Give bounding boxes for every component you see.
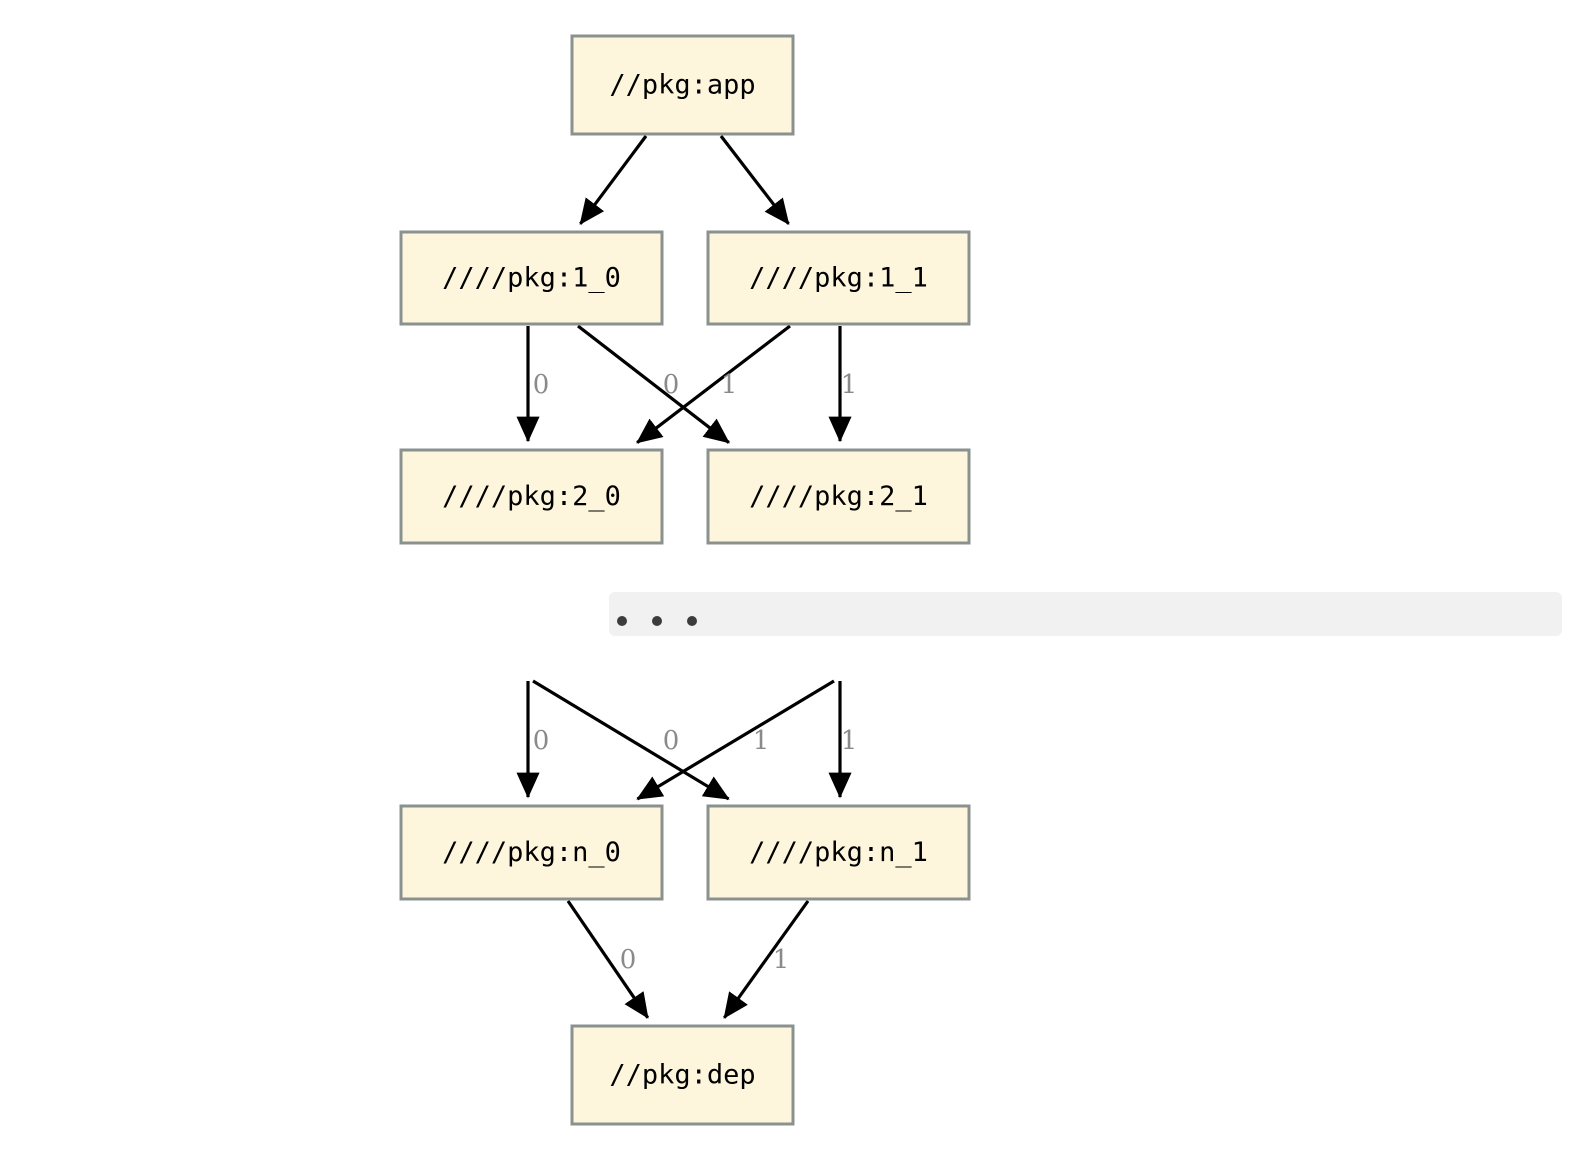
edge-label: 0 [533, 726, 550, 756]
node-box[interactable] [570, 34, 795, 136]
node-label: ////pkg:n_0 [442, 837, 621, 868]
node-box[interactable] [399, 230, 664, 326]
graph-node-l2_0[interactable]: ////pkg:2_0 [399, 448, 664, 545]
graph-node-app[interactable]: //pkg:app [570, 34, 795, 136]
node-box[interactable] [706, 448, 971, 545]
node-label: ////pkg:1_1 [749, 263, 928, 294]
node-label: ////pkg:2_0 [442, 481, 621, 512]
node-label: //pkg:app [609, 70, 755, 101]
edge-label: 0 [663, 370, 680, 400]
ellipsis-break [609, 592, 1562, 636]
edge-line [636, 679, 835, 801]
edge-label: 0 [663, 726, 680, 756]
edge-label: 1 [841, 370, 858, 400]
edge-line [636, 324, 791, 444]
graph-edge: 1 [636, 679, 835, 801]
edge-label: 1 [753, 726, 770, 756]
node-box[interactable] [399, 804, 664, 901]
ellipsis-dot [617, 616, 627, 626]
ellipsis-dot [687, 616, 697, 626]
ellipsis-dot [652, 616, 662, 626]
graph-edge: 1 [828, 326, 858, 443]
graph-edge [579, 135, 648, 225]
edge-label: 1 [773, 945, 790, 975]
graph-node-l2_1[interactable]: ////pkg:2_1 [706, 448, 971, 545]
edge-line [577, 324, 730, 444]
graph-node-l1_1[interactable]: ////pkg:1_1 [706, 230, 971, 326]
ellipsis-band [609, 592, 1562, 636]
node-box[interactable] [570, 1024, 795, 1126]
edge-label: 1 [721, 370, 738, 400]
graph-node-ln_0[interactable]: ////pkg:n_0 [399, 804, 664, 901]
nodes-layer: //pkg:app ////pkg:1_0 ////pkg:1_1 ////pkg:2… [399, 34, 971, 1126]
node-box[interactable] [706, 230, 971, 326]
edge-label: 0 [533, 370, 550, 400]
edge-label: 0 [620, 945, 637, 975]
edge-line [532, 679, 730, 801]
node-label: //pkg:dep [609, 1060, 755, 1091]
graph-edge: 1 [828, 681, 858, 799]
node-label: ////pkg:n_1 [749, 837, 928, 868]
node-label: ////pkg:1_0 [442, 263, 621, 294]
graph-edge: 0 [516, 681, 550, 799]
edge-line [723, 900, 810, 1019]
node-label: ////pkg:2_1 [749, 481, 928, 512]
graph-node-l1_0[interactable]: ////pkg:1_0 [399, 230, 664, 326]
node-box[interactable] [399, 448, 664, 545]
graph-node-dep[interactable]: //pkg:dep [570, 1024, 795, 1126]
edge-line [579, 135, 648, 225]
graph-edge: 0 [516, 326, 550, 443]
graph-edge: 0 [532, 679, 730, 801]
edge-label: 1 [841, 726, 858, 756]
edges-layer: 0 0 1 1 0 0 1 1 0 1 [516, 135, 858, 1019]
graph-edge: 0 [566, 900, 650, 1019]
graph-edge: 0 [577, 324, 730, 444]
edge-line [719, 135, 790, 225]
graph-edge: 1 [723, 900, 810, 1019]
graph-edge [719, 135, 790, 225]
graph-node-ln_1[interactable]: ////pkg:n_1 [706, 804, 971, 901]
graph-edge: 1 [636, 324, 791, 444]
edge-line [566, 900, 650, 1019]
node-box[interactable] [706, 804, 971, 901]
